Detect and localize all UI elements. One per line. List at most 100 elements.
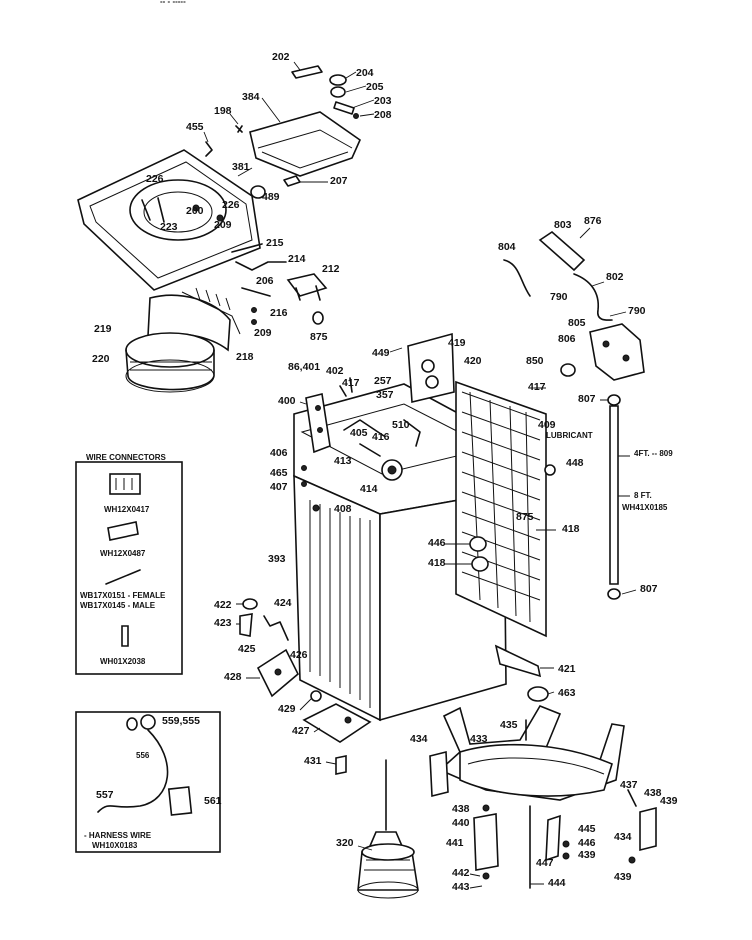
top-panel — [77, 149, 301, 291]
label-438b: 438 — [452, 803, 470, 815]
label-803: 803 — [554, 219, 572, 231]
wire-connectors-title: WIRE CONNECTORS — [86, 453, 167, 462]
label-405: 405 — [350, 427, 368, 439]
water-valve — [503, 230, 645, 381]
label-802: 802 — [606, 271, 624, 283]
label-805: 805 — [568, 317, 586, 329]
label-447: 447 — [536, 857, 554, 869]
transmission — [357, 759, 419, 899]
label-420: 420 — [464, 355, 482, 367]
label-223: 223 — [160, 221, 178, 233]
label-226b: 226 — [222, 199, 240, 211]
fill-hose — [607, 394, 621, 600]
label-438a: 438 — [644, 787, 662, 799]
harness-557: 557 — [96, 789, 114, 801]
label-198: 198 — [214, 105, 232, 117]
label-413: 413 — [334, 455, 352, 467]
connector-part-3a: WB17X0151 - FEMALE — [80, 591, 166, 600]
label-439c: 439 — [614, 871, 632, 883]
label-444: 444 — [548, 877, 566, 889]
label-203: 203 — [374, 95, 392, 107]
label-417a: 417 — [342, 377, 360, 389]
label-433: 433 — [470, 733, 488, 745]
harness-box — [75, 711, 221, 853]
label-320: 320 — [336, 837, 354, 849]
label-381: 381 — [232, 161, 250, 173]
harness-labels: 559,555 556 557 561 - HARNESS WIRE WH10X… — [84, 715, 222, 850]
label-440: 440 — [452, 817, 470, 829]
label-215: 215 — [266, 237, 284, 249]
label-455: 455 — [186, 121, 204, 133]
label-209b: 209 — [254, 327, 272, 339]
label-419: 419 — [448, 337, 466, 349]
label-448: 448 — [566, 457, 584, 469]
label-876: 876 — [584, 215, 602, 227]
label-422: 422 — [214, 599, 232, 611]
label-428: 428 — [224, 671, 242, 683]
label-417b: 417 — [528, 381, 546, 393]
label-416: 416 — [372, 431, 390, 443]
connector-part-3b: WB17X0145 - MALE — [80, 601, 156, 610]
label-434a: 434 — [410, 733, 428, 745]
label-446b: 446 — [578, 837, 596, 849]
label-218: 218 — [236, 351, 254, 363]
label-850: 850 — [526, 355, 544, 367]
label-429: 429 — [278, 703, 296, 715]
label-435: 435 — [500, 719, 518, 731]
label-804: 804 — [498, 241, 516, 253]
connector-part-2: WH12X0487 — [100, 549, 146, 558]
label-409: 409 — [538, 419, 556, 431]
label-200: 200 — [186, 205, 204, 217]
harness-556: 556 — [136, 751, 150, 760]
callout-labels: 202 204 205 203 208 384 198 455 381 207 … — [92, 51, 678, 893]
label-790a: 790 — [550, 291, 568, 303]
label-806: 806 — [558, 333, 576, 345]
label-414: 414 — [360, 483, 378, 495]
label-463: 463 — [558, 687, 576, 699]
label-446: 446 — [428, 537, 446, 549]
label-220: 220 — [92, 353, 110, 365]
wire-connectors-box — [75, 461, 183, 675]
label-441: 441 — [446, 837, 464, 849]
label-807a: 807 — [578, 393, 596, 405]
label-408: 408 — [334, 503, 352, 515]
label-407: 407 — [270, 481, 288, 493]
back-panel — [407, 332, 576, 638]
lid-assembly — [205, 65, 361, 177]
label-393: 393 — [268, 553, 286, 565]
label-875b: 875 — [516, 511, 534, 523]
label-449: 449 — [372, 347, 390, 359]
label-216: 216 — [270, 307, 288, 319]
label-384: 384 — [242, 91, 260, 103]
label-442: 442 — [452, 867, 470, 879]
label-427: 427 — [292, 725, 310, 737]
label-421: 421 — [558, 663, 576, 675]
label-205: 205 — [366, 81, 384, 93]
label-423: 423 — [214, 617, 232, 629]
base-assembly — [429, 705, 657, 889]
label-425: 425 — [238, 643, 256, 655]
label-431: 431 — [304, 755, 322, 767]
header-fragment: -- - ----- — [160, 0, 186, 6]
harness-559: 559,555 — [162, 715, 200, 727]
label-4ft: 4FT. -- 809 — [634, 449, 673, 458]
label-214: 214 — [288, 253, 306, 265]
harness-561: 561 — [204, 795, 222, 807]
label-510: 510 — [392, 419, 410, 431]
label-443: 443 — [452, 881, 470, 893]
label-465: 465 — [270, 467, 288, 479]
label-lubricant: LUBRICANT — [546, 431, 593, 440]
label-86401: 86,401 — [288, 361, 320, 373]
label-426: 426 — [290, 649, 308, 661]
wire-connector-labels: WIRE CONNECTORS WH12X0417 WH12X0487 WB17… — [80, 453, 167, 666]
label-212: 212 — [322, 263, 340, 275]
lid-switch — [231, 243, 328, 325]
label-445: 445 — [578, 823, 596, 835]
label-439b: 439 — [578, 849, 596, 861]
harness-name: - HARNESS WIRE — [84, 831, 152, 840]
label-437: 437 — [620, 779, 638, 791]
label-875a: 875 — [310, 331, 328, 343]
label-400: 400 — [278, 395, 296, 407]
label-219: 219 — [94, 323, 112, 335]
label-434b: 434 — [614, 831, 632, 843]
